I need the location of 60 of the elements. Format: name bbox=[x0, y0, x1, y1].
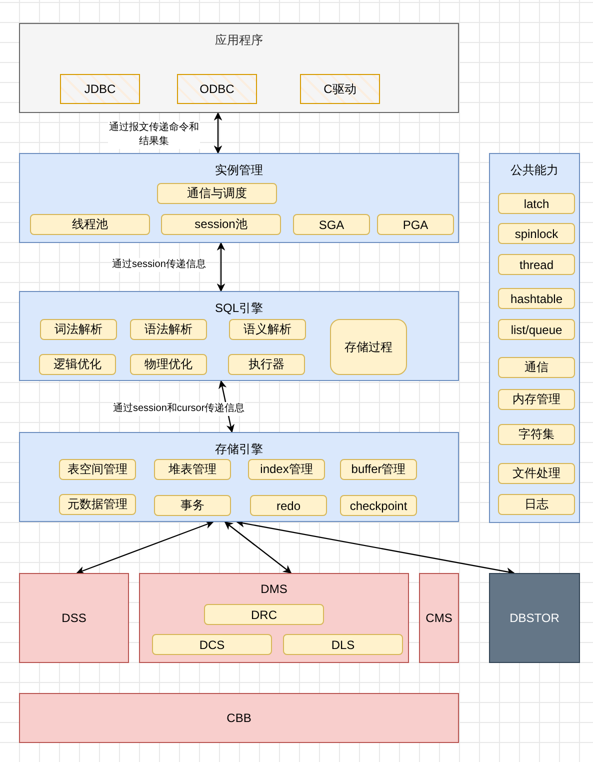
module-box: 存储过程 bbox=[330, 319, 407, 375]
module-box: 表空间管理 bbox=[59, 459, 136, 480]
module-box: 通信与调度 bbox=[157, 183, 277, 204]
module-box: 逻辑优化 bbox=[39, 354, 116, 375]
module-box: DLS bbox=[283, 634, 403, 655]
module-box: list/queue bbox=[498, 319, 575, 340]
double-arrow bbox=[216, 242, 226, 292]
module-box: buffer管理 bbox=[340, 459, 417, 480]
module-box: 堆表管理 bbox=[154, 459, 231, 480]
module-box: 元数据管理 bbox=[59, 494, 136, 515]
module-box: 语法解析 bbox=[130, 319, 207, 340]
module-box: index管理 bbox=[248, 459, 325, 480]
module-box: 通信 bbox=[498, 357, 575, 378]
module-box: C驱动 bbox=[300, 74, 380, 104]
layer-panel bbox=[19, 23, 459, 113]
module-box: SGA bbox=[293, 214, 370, 235]
double-arrow bbox=[214, 112, 222, 154]
module-box: DCS bbox=[152, 634, 272, 655]
edge-label: 通过报文传递命令和结果集 bbox=[108, 121, 200, 149]
module-box: 词法解析 bbox=[40, 319, 117, 340]
module-box: 字符集 bbox=[498, 424, 575, 445]
component-box: CMS bbox=[419, 573, 459, 663]
panel-title: 公共能力 bbox=[510, 162, 558, 179]
module-box: 线程池 bbox=[30, 214, 150, 235]
panel-title: DMS bbox=[260, 582, 288, 596]
module-box: 事务 bbox=[154, 495, 231, 516]
module-box: DRC bbox=[204, 604, 324, 625]
module-box: 日志 bbox=[498, 494, 575, 515]
module-box: checkpoint bbox=[340, 495, 417, 516]
module-box: JDBC bbox=[60, 74, 140, 104]
module-box: ODBC bbox=[177, 74, 257, 104]
panel-title: SQL引擎 bbox=[214, 300, 263, 317]
component-box: DBSTOR bbox=[489, 573, 580, 663]
component-box: DSS bbox=[19, 573, 129, 663]
double-arrow bbox=[76, 520, 214, 574]
module-box: 文件处理 bbox=[498, 463, 575, 484]
layer-panel bbox=[19, 153, 459, 243]
double-arrow bbox=[224, 521, 292, 574]
layer-panel bbox=[489, 153, 580, 523]
edge-label: 通过session传递信息 bbox=[112, 258, 206, 272]
panel-title: 存储引擎 bbox=[215, 441, 263, 458]
layer-panel bbox=[19, 291, 459, 381]
module-box: 内存管理 bbox=[498, 389, 575, 410]
module-box: 语义解析 bbox=[229, 319, 306, 340]
panel-title: 实例管理 bbox=[215, 162, 263, 179]
module-box: PGA bbox=[377, 214, 454, 235]
panel-title: 应用程序 bbox=[215, 32, 263, 49]
module-box: redo bbox=[250, 495, 327, 516]
module-box: 物理优化 bbox=[130, 354, 207, 375]
edge-label: 通过session和cursor传递信息 bbox=[113, 402, 245, 416]
module-box: thread bbox=[498, 254, 575, 275]
double-arrow bbox=[236, 519, 515, 576]
layer-panel bbox=[139, 573, 409, 663]
module-box: 执行器 bbox=[228, 354, 305, 375]
module-box: spinlock bbox=[498, 223, 575, 244]
module-box: latch bbox=[498, 193, 575, 214]
layer-panel bbox=[19, 432, 459, 522]
module-box: hashtable bbox=[498, 288, 575, 309]
component-box: CBB bbox=[19, 693, 459, 743]
module-box: session池 bbox=[161, 214, 281, 235]
